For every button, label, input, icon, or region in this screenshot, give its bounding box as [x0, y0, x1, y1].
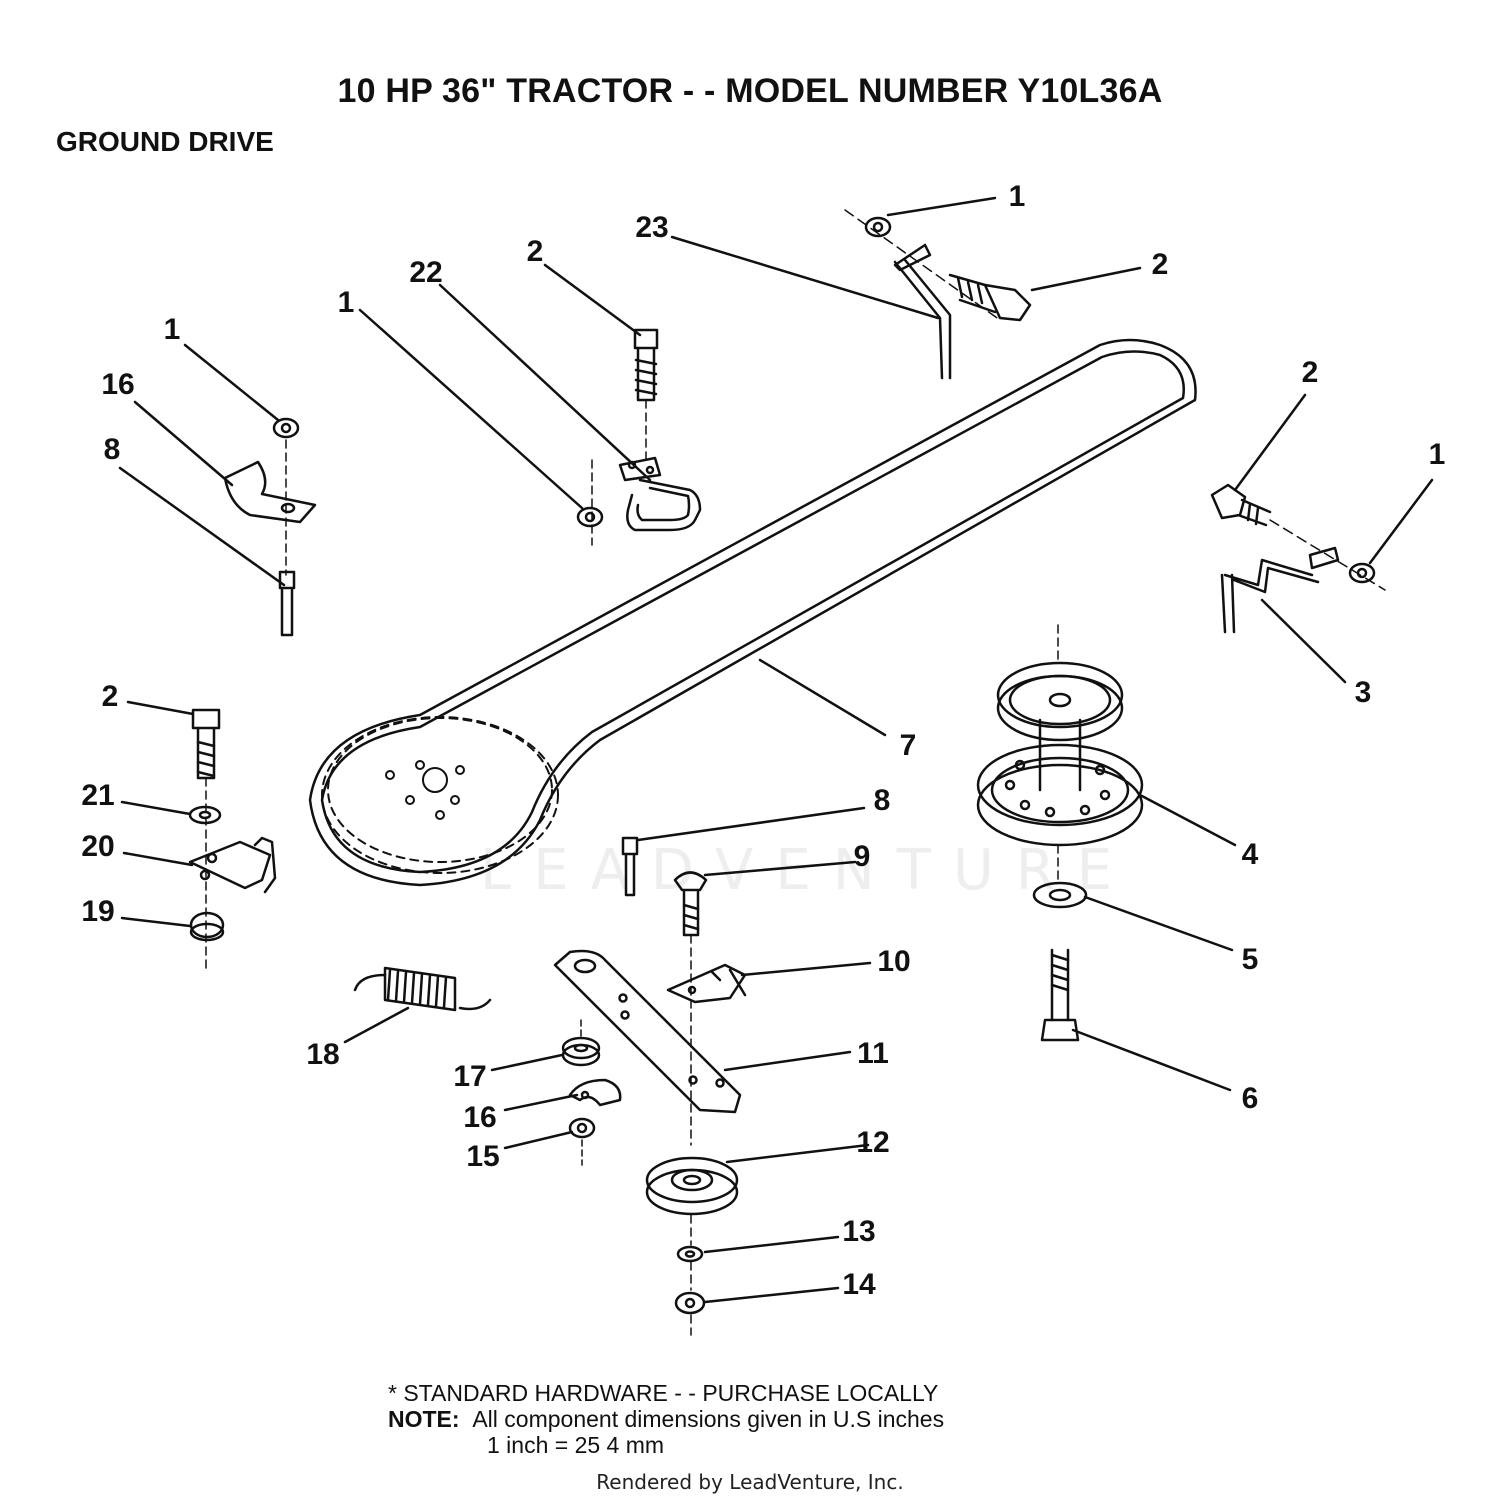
callout-4[interactable]: 4 — [1241, 838, 1259, 871]
callout-17[interactable]: 17 — [453, 1060, 487, 1093]
note-label: NOTE: — [388, 1406, 460, 1432]
spacer-part-17 — [561, 1019, 601, 1067]
nut-part-15 — [568, 1117, 596, 1166]
bracket-part-20 — [188, 836, 277, 894]
carriage-bolt-part-9 — [673, 871, 708, 1146]
standard-hardware-note: * STANDARD HARDWARE - - PURCHASE LOCALLY — [388, 1380, 939, 1406]
nut-part-1-center — [576, 459, 604, 546]
callout-1-center[interactable]: 1 — [337, 286, 355, 319]
callout-10[interactable]: 10 — [877, 945, 911, 978]
nut-part-1-right — [1348, 562, 1376, 584]
callout-6[interactable]: 6 — [1241, 1082, 1259, 1115]
callout-8-center[interactable]: 8 — [873, 784, 891, 817]
callout-2-top[interactable]: 2 — [1151, 248, 1169, 281]
callout-23[interactable]: 23 — [635, 211, 669, 244]
lock-washer-part-5 — [1032, 844, 1088, 909]
bracket-part-22 — [618, 456, 702, 532]
callout-16-center[interactable]: 16 — [463, 1101, 497, 1134]
idler-pulley-part-12 — [645, 1156, 739, 1246]
washer-part-21 — [188, 805, 222, 825]
spring-part-18 — [353, 966, 492, 1012]
bolt-part-2-right — [1210, 483, 1272, 527]
section-title: GROUND DRIVE — [56, 126, 274, 157]
engine-pulley-hub — [385, 760, 465, 820]
callout-leaders — [118, 196, 1434, 1304]
callout-5[interactable]: 5 — [1241, 943, 1259, 976]
callout-2-left[interactable]: 2 — [101, 680, 119, 713]
callout-1-top[interactable]: 1 — [1008, 180, 1026, 213]
callout-2-right[interactable]: 2 — [1301, 356, 1319, 389]
callout-21[interactable]: 21 — [81, 779, 115, 812]
stud-part-8-left — [278, 570, 296, 637]
nut-part-19 — [189, 911, 225, 942]
nut-part-1-top — [864, 216, 892, 238]
washer-part-13 — [676, 1245, 704, 1291]
bolt-part-6 — [1040, 948, 1080, 1042]
nut-part-1-left — [272, 417, 300, 576]
callout-13[interactable]: 13 — [842, 1215, 876, 1248]
callout-2-center[interactable]: 2 — [526, 235, 544, 268]
callout-16-left[interactable]: 16 — [101, 368, 135, 401]
bolt-part-2-center — [633, 328, 659, 461]
callout-7[interactable]: 7 — [899, 729, 917, 762]
page-title: 10 HP 36" TRACTOR - - MODEL NUMBER Y10L3… — [337, 72, 1163, 110]
callout-1-left[interactable]: 1 — [163, 313, 181, 346]
clip-part-16-center — [568, 1078, 622, 1107]
idler-arm-part-11 — [553, 949, 742, 1114]
engine-pulley-outline — [321, 716, 559, 874]
clip-part-16-left — [223, 460, 317, 524]
callout-15[interactable]: 15 — [466, 1140, 500, 1173]
stud-part-8-center — [621, 836, 639, 897]
bracket-part-3 — [1220, 519, 1386, 634]
callout-18[interactable]: 18 — [306, 1038, 340, 1071]
callout-1-right[interactable]: 1 — [1428, 438, 1446, 471]
leadventure-watermark: LEADVENTURE — [480, 838, 1135, 903]
bolt-part-2-top — [948, 273, 1032, 322]
callout-20[interactable]: 20 — [81, 830, 115, 863]
callout-3[interactable]: 3 — [1354, 676, 1372, 709]
conversion-note: 1 inch = 25 4 mm — [487, 1432, 665, 1458]
callout-8-left[interactable]: 8 — [103, 433, 121, 466]
dimension-note: NOTE: All component dimensions given in … — [388, 1406, 944, 1432]
callout-19[interactable]: 19 — [81, 895, 115, 928]
note-text: All component dimensions given in U.S in… — [472, 1406, 945, 1432]
transmission-pulley-part-4 — [976, 624, 1144, 847]
callout-11[interactable]: 11 — [857, 1037, 889, 1070]
callout-22[interactable]: 22 — [409, 256, 443, 289]
belt-guide-part-23 — [844, 209, 1001, 380]
drive-belt-part-7 — [308, 338, 1197, 887]
nut-part-14 — [674, 1291, 706, 1336]
callout-14[interactable]: 14 — [842, 1268, 876, 1301]
callout-12[interactable]: 12 — [856, 1126, 890, 1159]
clip-part-10 — [666, 963, 747, 1004]
rendered-by-credit: Rendered by LeadVenture, Inc. — [596, 1470, 904, 1494]
callout-9[interactable]: 9 — [853, 840, 871, 873]
bolt-part-2-left — [191, 708, 221, 971]
